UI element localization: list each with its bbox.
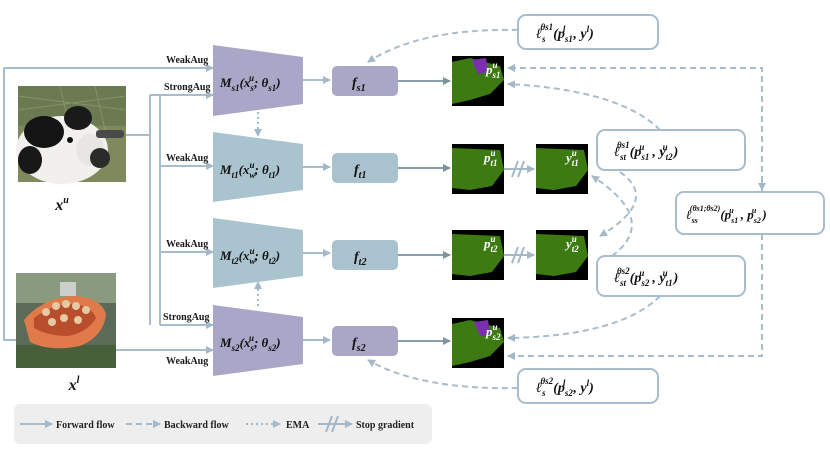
svg-text:ℓsθs1(ps1l, yl): ℓsθs1(ps1l, yl) [536, 22, 594, 44]
encoder-ms1: Ms1(xsu; θs1) [213, 45, 303, 116]
unlabeled-image [16, 85, 127, 184]
weak-aug-label-s2: WeakAug [166, 356, 208, 367]
loss-st-s2: ℓstθs2(ps2u, yt1u) [596, 255, 746, 297]
encoder-mt1-label: Mt1(xwu; θt1) [219, 160, 280, 180]
weak-aug-label-s1: WeakAug [166, 55, 208, 66]
labeled-image-label: xl [68, 375, 80, 394]
weak-aug-label-t2: WeakAug [166, 239, 208, 250]
head-ft1: ft1 [332, 153, 398, 183]
head-ft2: ft2 [332, 240, 398, 270]
encoder-ms2-label: Ms2(xsu; θs2) [219, 333, 281, 353]
stop-gradient-t1 [504, 160, 535, 178]
unlabeled-image-label: xu [54, 195, 69, 214]
legend-stop-label: Stop gradient [356, 420, 415, 431]
svg-text:fs1: fs1 [352, 76, 366, 94]
loss-st-s1: ℓstθs1(ps1u, yt2u) [596, 129, 746, 171]
encoder-mt1: Mt1(xwu; θt1) [213, 132, 303, 202]
svg-text:ℓss(θs1;θs2)(ps1u, ps2u): ℓss(θs1;θs2)(ps1u, ps2u) [686, 204, 767, 225]
legend-backward-label: Backward flow [164, 420, 230, 431]
legend-stop-icon [318, 415, 353, 433]
loss-ss: ℓss(θs1;θs2)(ps1u, ps2u) [675, 191, 825, 235]
svg-text:fs2: fs2 [352, 336, 366, 354]
strong-aug-label-s2: StrongAug [163, 312, 210, 323]
encoder-ms2: Ms2(xsu; θs2) [213, 305, 303, 376]
strong-aug-label-s1: StrongAug [164, 82, 211, 93]
legend-ema-label: EMA [286, 420, 310, 431]
encoder-mt2-label: Mt2(xwu; θt2) [219, 246, 280, 266]
svg-text:ft1: ft1 [354, 163, 366, 181]
head-fs1: fs1 [332, 66, 398, 96]
svg-text:ℓstθs2(ps2u, yt1u): ℓstθs2(ps2u, yt1u) [614, 266, 678, 288]
svg-text:ℓstθs1(ps1u, yt2u): ℓstθs1(ps1u, yt2u) [614, 140, 678, 162]
encoder-mt2: Mt2(xwu; θt2) [213, 218, 303, 288]
head-fs2: fs2 [332, 326, 398, 356]
stop-gradient-t2 [504, 246, 535, 264]
loss-supervised-s1: ℓsθs1(ps1l, yl) [517, 14, 659, 50]
svg-text:ft2: ft2 [354, 250, 366, 268]
encoder-ms1-label: Ms1(xsu; θs1) [219, 73, 281, 93]
svg-text:ℓsθs2(ps2l, yl): ℓsθs2(ps2l, yl) [536, 376, 594, 398]
input-connectors [3, 64, 214, 354]
backward-flows [367, 28, 763, 390]
encoder-head-arrows [303, 76, 331, 344]
loss-supervised-s2: ℓsθs2(ps2l, yl) [517, 368, 659, 404]
weak-aug-label-t1: WeakAug [166, 153, 208, 164]
head-pred-arrows [398, 77, 451, 345]
legend: Forward flow Backward flow EMA Stop grad… [14, 404, 432, 444]
legend-forward-label: Forward flow [56, 420, 115, 431]
labeled-image [16, 273, 116, 368]
